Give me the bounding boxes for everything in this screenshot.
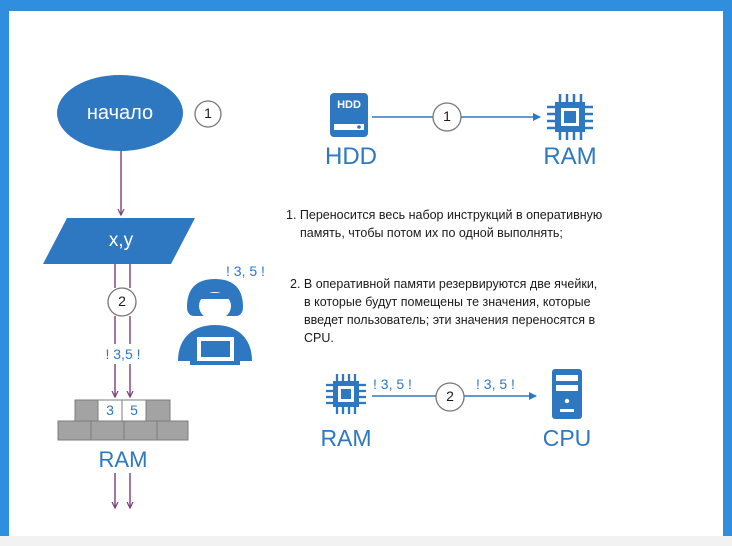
ram-label-top: RAM: [543, 143, 597, 170]
ram-bricks: [57, 399, 189, 441]
ram-cpu-value-right: ! 3, 5 !: [476, 376, 515, 392]
ram-cell-1: 3: [106, 402, 114, 418]
explanation-1-line1: 1. Переносится весь набор инструкций в о…: [286, 208, 603, 222]
start-label: начало: [86, 102, 154, 124]
hdd-ram-marker: 1: [443, 108, 451, 124]
ram-cpu-marker: 2: [446, 388, 454, 404]
user-laptop-icon: [178, 279, 252, 365]
explanation-2-line4: CPU.: [304, 331, 334, 345]
hdd-chip-label: HDD: [337, 99, 361, 111]
step1-marker-circle: [194, 100, 222, 128]
user-values-label: ! 3, 5 !: [226, 263, 265, 279]
explanation-2-line1: 2. В оперативной памяти резервируются дв…: [290, 277, 598, 291]
explanation-1-line2: память, чтобы потом их по одной выполнят…: [300, 226, 563, 240]
bottom-strip: [0, 536, 732, 546]
hdd-label: HDD: [325, 143, 377, 170]
input-parallelogram: [43, 218, 195, 264]
cpu-label: CPU: [542, 425, 592, 451]
hdd-icon: [330, 93, 368, 137]
values-label: ! 3,5 !: [105, 346, 141, 362]
explanation-2-line3: введет пользователь; эти значения перено…: [304, 313, 596, 327]
ram-cell-2: 5: [130, 402, 138, 418]
start-terminal: [57, 75, 183, 151]
ram-cpu-value-left: ! 3, 5 !: [373, 376, 412, 392]
chip-icon: [326, 374, 366, 414]
ram-label-bottom: RAM: [320, 425, 372, 451]
ram-cpu-marker-circle: [435, 382, 465, 412]
chip-icon: [547, 94, 593, 140]
step1-marker: 1: [204, 105, 212, 121]
step2-marker-circle: [107, 287, 137, 317]
explanation-2-line2: в которые будут помещены те значения, ко…: [304, 295, 591, 309]
step2-marker: 2: [118, 293, 126, 309]
input-label: x,y: [108, 230, 134, 251]
ram-label-left: RAM: [98, 447, 148, 472]
computer-tower-icon: [552, 369, 582, 419]
